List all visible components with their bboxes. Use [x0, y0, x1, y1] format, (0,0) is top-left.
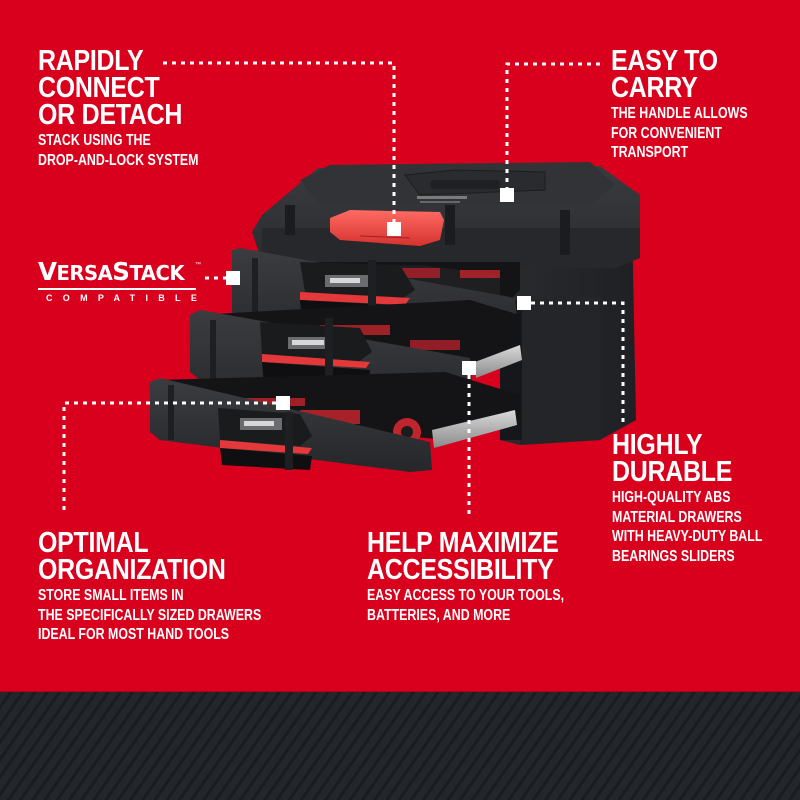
title-line: ACCESSIBILITY — [367, 554, 554, 586]
logo-letter: V — [38, 257, 57, 286]
leader-line-rapid — [163, 61, 396, 222]
badge-divider — [38, 288, 196, 290]
callout-title: EASY TO CARRY — [611, 45, 758, 104]
title-line: ORGANIZATION — [38, 554, 226, 586]
title-line: CONNECT — [38, 72, 160, 104]
versastack-logo: VERSASTACK — [38, 257, 195, 286]
trademark-symbol: ™ — [195, 262, 201, 268]
callout-description: HIGH-QUALITY ABS MATERIAL DRAWERS WITH H… — [612, 488, 762, 566]
callout-title: HIGHLY DURABLE — [612, 429, 774, 488]
leader-line-durable — [531, 301, 625, 423]
marker-square-icon — [387, 222, 401, 236]
marker-square-icon — [462, 361, 476, 375]
callout-description: EASY ACCESS TO YOUR TOOLS, BATTERIES, AN… — [367, 586, 564, 625]
desc-line: STACK USING THE — [38, 132, 151, 149]
marker-square-icon — [517, 296, 531, 310]
logo-letter: S — [112, 257, 130, 286]
marker-square-icon — [226, 271, 240, 285]
callout-title: HELP MAXIMIZE ACCESSIBILITY — [367, 527, 579, 586]
badge-subtitle: COMPATIBLE — [46, 293, 208, 303]
desc-line: EASY ACCESS TO YOUR TOOLS, — [367, 587, 565, 604]
leader-line-carry — [505, 62, 600, 188]
desc-line: IDEAL FOR MOST HAND TOOLS — [38, 626, 230, 643]
callout-maximize-accessibility: HELP MAXIMIZE ACCESSIBILITY EASY ACCESS … — [367, 527, 613, 625]
toolbox-lid — [252, 162, 640, 268]
title-line: HELP MAXIMIZE — [367, 527, 559, 559]
callout-description: STORE SMALL ITEMS IN THE SPECIFICALLY SI… — [38, 586, 261, 645]
title-line: EASY TO — [611, 45, 718, 77]
callout-title: OPTIMAL ORGANIZATION — [38, 527, 278, 586]
leader-line-optimal — [62, 401, 276, 515]
desc-line: WITH HEAVY-DUTY BALL — [612, 528, 763, 545]
callout-description: THE HANDLE ALLOWS FOR CONVENIENT TRANSPO… — [611, 104, 748, 163]
title-line: OR DETACH — [38, 99, 183, 131]
callout-highly-durable: HIGHLY DURABLE HIGH-QUALITY ABS MATERIAL… — [612, 429, 800, 566]
desc-line: MATERIAL DRAWERS — [612, 508, 742, 526]
desc-line: THE HANDLE ALLOWS — [611, 105, 748, 122]
title-line: CARRY — [611, 72, 698, 104]
desc-line: HIGH-QUALITY ABS — [612, 489, 731, 506]
logo-letters: TACK — [129, 261, 185, 285]
callout-optimal-organization: OPTIMAL ORGANIZATION STORE SMALL ITEMS I… — [38, 527, 317, 645]
callout-description: STACK USING THE DROP-AND-LOCK SYSTEM — [38, 131, 199, 170]
logo-letters: ERSA — [56, 261, 113, 285]
title-line: HIGHLY — [612, 429, 703, 461]
title-line: DURABLE — [612, 456, 733, 488]
desc-line: THE SPECIFICALLY SIZED DRAWERS — [38, 606, 262, 624]
drawer-middle[interactable] — [190, 300, 522, 418]
versastack-compatible-badge: VERSASTACK ™ COMPATIBLE — [38, 257, 201, 308]
desc-line: FOR CONVENIENT — [611, 124, 722, 142]
title-line: RAPIDLY — [38, 45, 144, 77]
title-line: OPTIMAL — [38, 527, 149, 559]
footer-striped-band — [0, 691, 800, 800]
desc-line: STORE SMALL ITEMS IN — [38, 587, 184, 604]
desc-line: TRANSPORT — [611, 144, 689, 161]
desc-line: BATTERIES, AND MORE — [367, 606, 511, 624]
desc-line: DROP-AND-LOCK SYSTEM — [38, 151, 199, 169]
marker-square-icon — [500, 188, 514, 202]
desc-line: BEARINGS SLIDERS — [612, 547, 735, 565]
callout-easy-to-carry: EASY TO CARRY THE HANDLE ALLOWS FOR CONV… — [611, 45, 782, 163]
callout-rapidly-connect: RAPIDLY CONNECT OR DETACH STACK USING TH… — [38, 45, 239, 170]
callout-title: RAPIDLY CONNECT OR DETACH — [38, 45, 211, 131]
marker-square-icon — [276, 396, 290, 410]
